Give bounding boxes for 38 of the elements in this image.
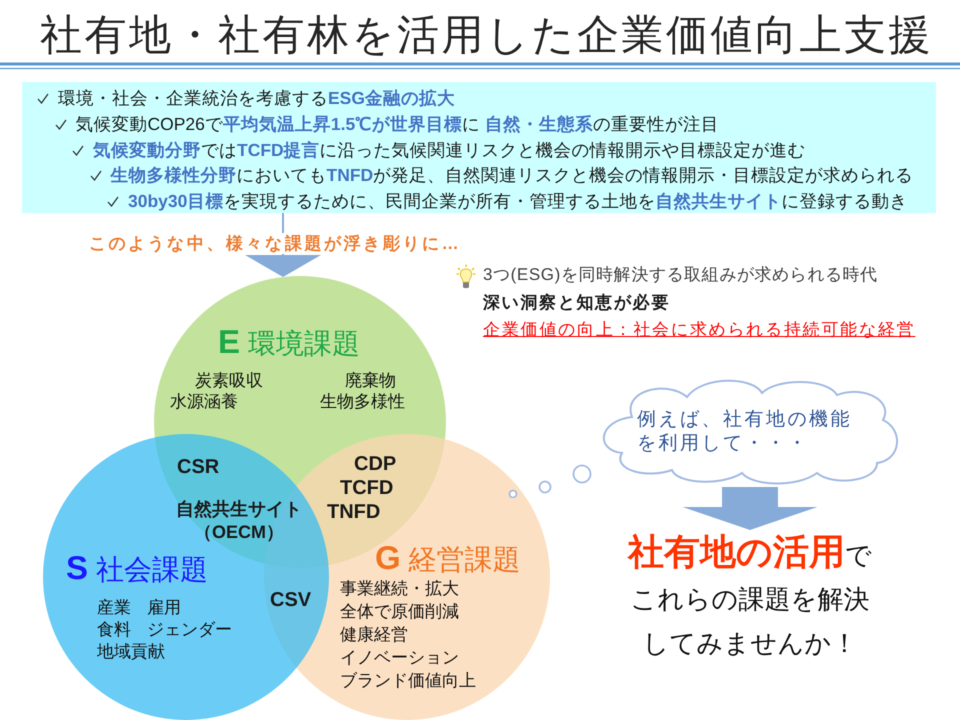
overlap-label: CDP	[354, 452, 396, 477]
circle-heading: G 経営課題	[375, 538, 520, 578]
call-to-action: 社有地の活用でこれらの課題を解決してみませんか！	[619, 530, 881, 665]
keyword: 雇用	[147, 597, 181, 618]
bullet-text: 気候変動分野ではTCFD提言に沿った気候関連リスクと機会の情報開示や目標設定が進む	[93, 138, 806, 161]
note-text: 企業価値の向上：社会に求められる持続可能な経営	[483, 319, 916, 340]
keyword: 水源涵養	[170, 391, 238, 412]
overlap-label: CSV	[270, 588, 312, 613]
title: 社有地・社有林を活用した企業価値向上支援	[40, 10, 933, 60]
circle-heading: E 環境課題	[218, 322, 360, 362]
bullet-text: 気候変動COP26で平均気温上昇1.5℃が世界目標に 自然・生態系の重要性が注目	[76, 112, 720, 135]
arrow	[245, 213, 321, 277]
keyword: 全体で原価削減	[340, 601, 459, 622]
keyword: ジェンダー	[147, 619, 232, 640]
keyword: 産業	[97, 597, 131, 618]
keyword: 健康経営	[340, 624, 408, 646]
arrow	[682, 487, 818, 530]
overlap-label: TNFD	[327, 500, 380, 525]
overlap-label: CSR	[177, 455, 220, 480]
keyword: ブランド価値向上	[340, 670, 476, 692]
venn-circle	[43, 434, 329, 720]
note-text: 深い洞察と知恵が必要	[483, 292, 670, 314]
keyword: 廃棄物	[345, 370, 396, 392]
info-panel	[22, 82, 936, 213]
overlap-label: TCFD	[340, 476, 394, 501]
keyword: 食料	[97, 619, 131, 640]
note-text: 3つ(ESG)を同時解決する取組みが求められる時代	[483, 264, 878, 286]
keyword: 生物多様性	[320, 391, 405, 412]
keyword: 炭素吸収	[195, 370, 263, 392]
keyword: 地域貢献	[97, 641, 165, 662]
overlap-label: 自然共生サイト（OECM）	[175, 498, 303, 543]
bullet-text: 環境・社会・企業統治を考慮するESG金融の拡大	[58, 87, 455, 109]
circle-heading: S 社会課題	[66, 548, 208, 588]
bullet-text: 30by30目標を実現するために、民間企業が所有・管理する土地を自然共生サイトに登録する動き	[128, 190, 908, 212]
cloud-text: 例えば、社有地の機能を利用して・・・	[637, 408, 853, 456]
bullet-text: 生物多様性分野においてもTNFDが発足、自然関連リスクと機会の情報開示・目標設定が求められる	[110, 164, 914, 186]
keyword: イノベーション	[340, 647, 459, 668]
keyword: 事業継続・拡大	[340, 578, 459, 600]
